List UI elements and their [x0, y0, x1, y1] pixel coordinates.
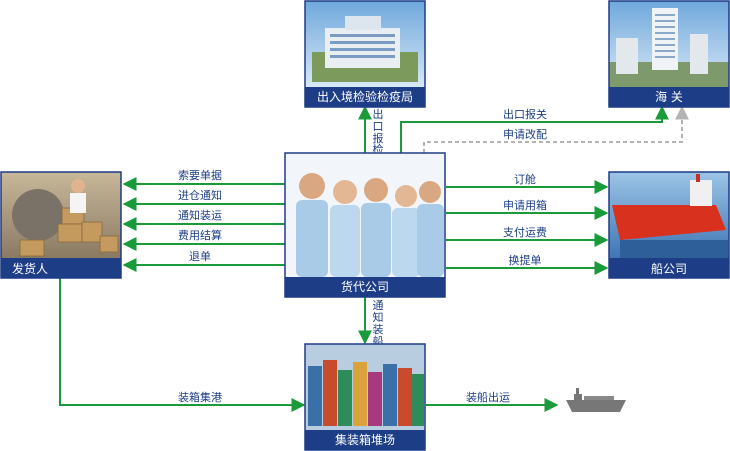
node-inspection-bureau: 出入境检验检疫局	[304, 0, 426, 108]
edge-label-vertical-inspection: 出 口 报 检	[373, 107, 384, 156]
node-shipper: 发货人	[0, 171, 122, 279]
node-customs: 海 关	[608, 0, 730, 108]
person-head	[333, 180, 357, 204]
building-windows	[330, 34, 395, 58]
edge-shipper-to-yard	[59, 278, 306, 412]
edge-label: 进仓通知	[178, 188, 222, 202]
person-body	[361, 203, 391, 277]
edge-forwarder-to-customs	[400, 105, 669, 153]
ship-bridge	[690, 180, 712, 206]
node-border	[608, 0, 730, 108]
node-label-bar	[305, 87, 425, 107]
node-label-bar	[1, 258, 121, 278]
person-body	[392, 208, 420, 277]
staff-group	[296, 173, 444, 277]
ship-hull	[612, 205, 726, 240]
worker-head	[71, 179, 85, 193]
node-label: 货代公司	[341, 279, 389, 294]
edge-label: 装箱集港	[178, 390, 222, 404]
node-label: 海 关	[655, 89, 683, 104]
side-building	[690, 34, 708, 74]
node-border	[304, 343, 426, 451]
building-top	[345, 16, 381, 30]
person-body	[296, 200, 328, 277]
container-stacks	[308, 360, 424, 426]
node-freight-forwarder: 货代公司	[284, 152, 446, 298]
edge-label-char: 通	[373, 299, 384, 312]
node-border	[304, 0, 426, 108]
tower-windows	[655, 14, 675, 58]
person-body	[330, 205, 360, 277]
node-label: 出入境检验检疫局	[317, 89, 413, 104]
edge-forwarder-to-customs-dashed	[423, 105, 689, 153]
edge-label: 费用结算	[178, 228, 222, 242]
edge-label-char: 检	[373, 142, 384, 156]
node-shipping-company: 船公司	[608, 171, 730, 279]
node-label: 船公司	[651, 262, 687, 276]
side-building	[616, 38, 638, 74]
person-head	[419, 181, 441, 203]
water	[620, 240, 728, 258]
ship-funnel	[696, 174, 700, 182]
node-label: 集装箱堆场	[335, 432, 395, 447]
edge-label: 通知装运	[178, 208, 222, 222]
edge-forwarder-to-shipper	[122, 177, 285, 272]
edge-label: 装船出运	[466, 390, 510, 404]
edge-label: 出口报关	[503, 107, 547, 121]
edge-label-char: 报	[373, 131, 384, 145]
edge-label-char: 船	[373, 334, 384, 348]
node-label-bar	[305, 430, 425, 450]
edge-label-char: 装	[373, 323, 384, 336]
node-border	[608, 171, 730, 279]
person-body	[417, 204, 444, 277]
cargo-ship-icon	[566, 388, 626, 412]
cargo-drum	[12, 189, 64, 241]
edge-label: 换提单	[509, 253, 542, 267]
node-border	[0, 171, 122, 279]
worker-body	[70, 193, 86, 213]
node-label-bar	[285, 277, 445, 297]
person-head	[299, 173, 325, 199]
edge-label: 索要单据	[178, 168, 222, 182]
edge-label: 申请用箱	[503, 198, 547, 212]
node-container-yard: 集装箱堆场	[304, 343, 426, 451]
node-label: 发货人	[12, 261, 48, 276]
node-label-bar	[609, 87, 729, 107]
person-head	[395, 185, 417, 207]
edge-label-vertical-yard: 通 知 装 船	[373, 299, 384, 348]
edge-forwarder-to-carrier	[446, 180, 609, 275]
edge-label: 申请改配	[503, 127, 547, 141]
person-head	[364, 178, 388, 202]
node-border	[284, 152, 446, 298]
edge-label-char: 口	[373, 120, 384, 133]
edge-label: 退单	[189, 250, 211, 263]
edge-label: 订舱	[514, 172, 536, 186]
edge-label-char: 出	[373, 107, 384, 121]
edge-label: 支付运费	[503, 226, 547, 239]
node-label-bar	[609, 258, 729, 278]
edge-label-char: 知	[373, 310, 384, 324]
